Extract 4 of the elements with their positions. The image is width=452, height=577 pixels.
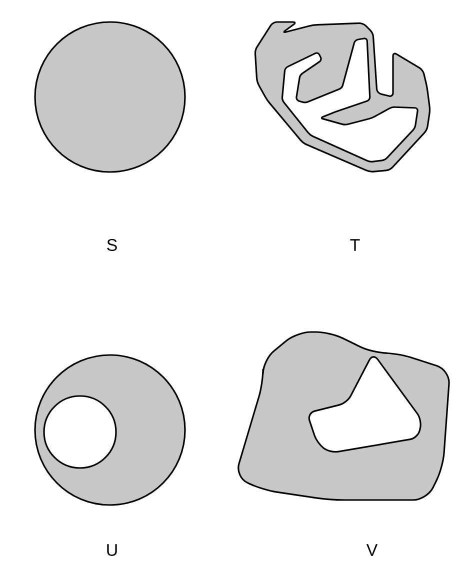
- letter-label: S: [107, 238, 117, 252]
- letter-label: U: [107, 544, 117, 556]
- letter-label: T: [350, 239, 360, 251]
- letter-label: V: [366, 544, 378, 556]
